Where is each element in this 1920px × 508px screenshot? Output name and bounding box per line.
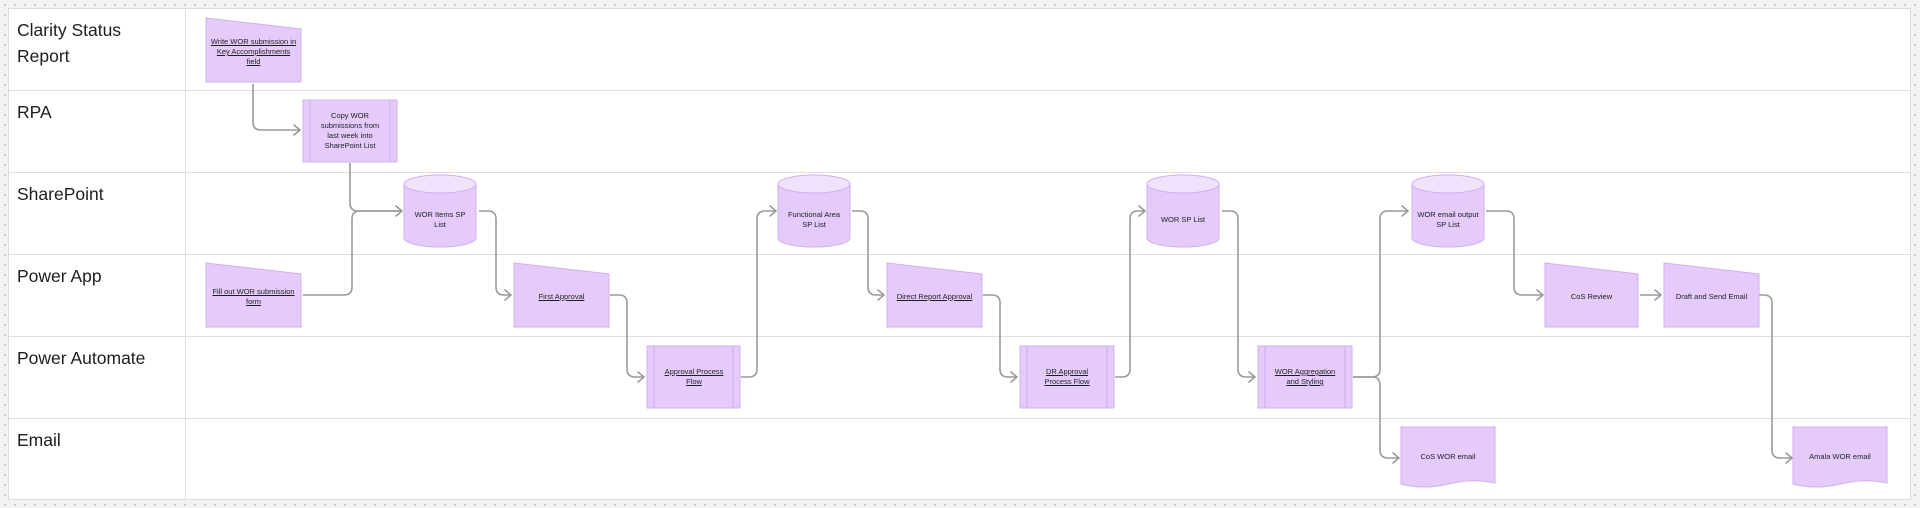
lane-label[interactable]: Power Automate bbox=[17, 348, 146, 368]
lane-power-app: Power App bbox=[9, 255, 1910, 337]
arrowhead bbox=[1010, 371, 1018, 383]
lane-header-divider bbox=[185, 9, 186, 499]
arrowhead bbox=[877, 289, 885, 301]
lane-label[interactable]: SharePoint bbox=[17, 184, 104, 204]
lane-power-automate: Power Automate bbox=[9, 337, 1910, 419]
arrowhead bbox=[395, 205, 403, 217]
connector-first-approval-to-flow[interactable] bbox=[610, 294, 644, 378]
connector-aggregation-to-cos-email[interactable] bbox=[1353, 376, 1399, 459]
node-shape-functional-area-list[interactable] bbox=[777, 174, 851, 248]
node-shape-fill-out-form[interactable] bbox=[205, 262, 302, 328]
node-label-first-approval[interactable]: First Approval bbox=[538, 292, 585, 301]
arrowhead bbox=[1248, 371, 1256, 383]
node-label-functional-area-list[interactable]: Functional Area SP List bbox=[787, 210, 841, 229]
lane-sharepoint: SharePoint bbox=[9, 173, 1910, 255]
node-shape-amala-wor-email[interactable] bbox=[1792, 426, 1888, 488]
connector-functional-area-to-dr-approval[interactable] bbox=[852, 210, 884, 296]
arrowhead bbox=[769, 205, 777, 217]
node-label-fill-out-form[interactable]: Fill out WOR submission form bbox=[212, 287, 295, 306]
node-shape-cos-wor-email[interactable] bbox=[1400, 426, 1496, 488]
node-label-approval-flow[interactable]: Approval Process Flow bbox=[664, 367, 724, 386]
lane-email: Email bbox=[9, 419, 1910, 500]
node-label-amala-wor-email[interactable]: Amala WOR email bbox=[1809, 452, 1871, 461]
connector-wor-items-to-first-approval[interactable] bbox=[479, 210, 511, 296]
connector-email-output-to-cos-review[interactable] bbox=[1486, 210, 1543, 296]
node-label-direct-report-approval[interactable]: Direct Report Approval bbox=[896, 292, 973, 301]
connector-dr-flow-to-wor-sp-list[interactable] bbox=[1115, 210, 1145, 378]
arrowhead bbox=[293, 124, 301, 136]
node-shape-first-approval[interactable] bbox=[513, 262, 610, 328]
arrowhead bbox=[1536, 289, 1544, 301]
connector-draft-send-to-amala-email[interactable] bbox=[1759, 294, 1792, 459]
node-label-wor-sp-list[interactable]: WOR SP List bbox=[1160, 215, 1206, 224]
node-shape-wor-sp-list[interactable] bbox=[1146, 174, 1220, 248]
node-shape-copy-wor[interactable] bbox=[302, 99, 398, 163]
node-label-write-wor[interactable]: Write WOR submission in Key Accomplishme… bbox=[210, 37, 297, 66]
arrowhead bbox=[1401, 205, 1409, 217]
connector-dr-approval-to-dr-flow[interactable] bbox=[983, 294, 1017, 378]
lane-clarity-status-report: Clarity Status Report bbox=[9, 9, 1910, 91]
arrowhead bbox=[1138, 205, 1146, 217]
arrowhead bbox=[1654, 289, 1662, 301]
connector-wor-sp-list-to-aggregation[interactable] bbox=[1222, 210, 1255, 378]
lane-label[interactable]: Email bbox=[17, 430, 61, 450]
node-shape-wor-email-output[interactable] bbox=[1411, 174, 1485, 248]
node-label-cos-review[interactable]: CoS Review bbox=[1570, 292, 1613, 301]
arrowhead bbox=[637, 371, 645, 383]
node-shape-write-wor[interactable] bbox=[205, 17, 302, 83]
lane-label[interactable]: RPA bbox=[17, 102, 52, 122]
connectors bbox=[252, 84, 1793, 464]
node-shape-cos-review[interactable] bbox=[1544, 262, 1639, 328]
swimlane-board[interactable]: Clarity Status Report RPA SharePoint Pow… bbox=[8, 8, 1911, 500]
node-shape-approval-flow[interactable] bbox=[646, 345, 741, 409]
node-label-draft-send[interactable]: Draft and Send Email bbox=[1675, 292, 1748, 301]
node-shape-wor-aggregation[interactable] bbox=[1257, 345, 1353, 409]
lane-label[interactable]: Power App bbox=[17, 266, 102, 286]
connector-copy-to-wor-items[interactable] bbox=[349, 163, 402, 212]
node-shape-wor-items-list[interactable] bbox=[403, 174, 477, 248]
connector-write-to-copy[interactable] bbox=[252, 84, 300, 131]
arrowhead bbox=[504, 289, 512, 301]
arrowhead bbox=[1785, 452, 1793, 464]
node-shape-dr-approval-flow[interactable] bbox=[1019, 345, 1115, 409]
node-shape-draft-send[interactable] bbox=[1663, 262, 1760, 328]
node-label-dr-approval-flow[interactable]: DR Approval Process Flow bbox=[1044, 367, 1090, 386]
node-label-copy-wor[interactable]: Copy WOR submissions from last week into… bbox=[320, 111, 380, 150]
arrowhead bbox=[1392, 452, 1400, 464]
node-shape-direct-report-approval[interactable] bbox=[886, 262, 983, 328]
lane-rpa: RPA bbox=[9, 91, 1910, 173]
lane-label[interactable]: Clarity Status Report bbox=[17, 20, 122, 66]
node-label-wor-aggregation[interactable]: WOR Aggregation and Styling bbox=[1274, 367, 1336, 386]
connector-form-to-wor-items[interactable] bbox=[303, 210, 402, 296]
node-label-wor-email-output[interactable]: WOR email output SP List bbox=[1417, 210, 1479, 229]
connector-flow-to-functional-area[interactable] bbox=[741, 210, 776, 378]
connector-aggregation-to-email-output[interactable] bbox=[1353, 210, 1408, 378]
node-label-cos-wor-email[interactable]: CoS WOR email bbox=[1420, 452, 1476, 461]
node-label-wor-items-list[interactable]: WOR Items SP List bbox=[414, 210, 466, 229]
